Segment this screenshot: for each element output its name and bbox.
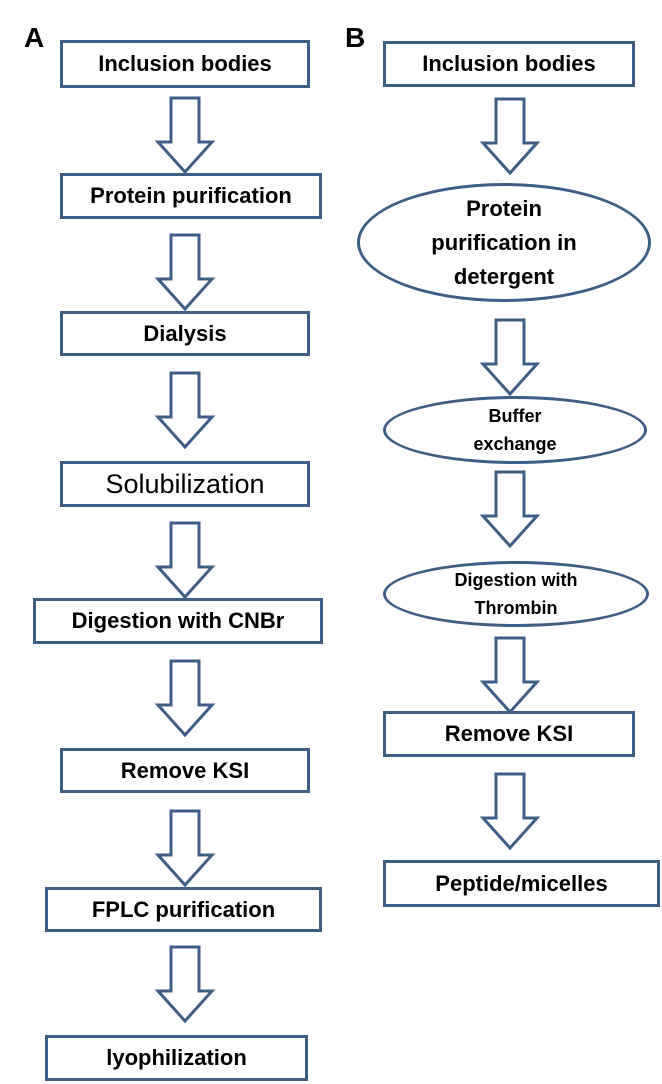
down-arrow-icon	[479, 318, 541, 397]
step-b-peptide-micelles: Peptide/micelles	[383, 860, 660, 907]
step-a-inclusion-bodies: Inclusion bodies	[60, 40, 310, 88]
step-a-dialysis: Dialysis	[60, 311, 310, 356]
down-arrow-icon	[479, 97, 541, 176]
down-arrow-icon	[154, 96, 216, 175]
step-a-digestion-cnbr: Digestion with CNBr	[33, 598, 323, 644]
step-b-protein-purification-detergent: Protein purification in detergent	[357, 183, 651, 302]
step-b-digestion-thrombin: Digestion with Thrombin	[383, 561, 649, 627]
down-arrow-icon	[479, 772, 541, 851]
down-arrow-icon	[479, 470, 541, 549]
step-a-solubilization: Solubilization	[60, 461, 310, 507]
down-arrow-icon	[154, 371, 216, 450]
step-a-protein-purification: Protein purification	[60, 173, 322, 219]
down-arrow-icon	[479, 636, 541, 715]
down-arrow-icon	[154, 521, 216, 600]
panel-b-label: B	[345, 22, 366, 53]
step-a-fplc-purification: FPLC purification	[45, 887, 322, 932]
step-b-remove-ksi: Remove KSI	[383, 711, 635, 757]
down-arrow-icon	[154, 659, 216, 738]
step-a-lyophilization: lyophilization	[45, 1035, 308, 1081]
down-arrow-icon	[154, 233, 216, 312]
step-a-remove-ksi: Remove KSI	[60, 748, 310, 793]
step-b-inclusion-bodies: Inclusion bodies	[383, 41, 635, 87]
down-arrow-icon	[154, 809, 216, 888]
panel-a-label: A	[24, 22, 45, 53]
down-arrow-icon	[154, 945, 216, 1024]
step-b-buffer-exchange: Buffer exchange	[383, 396, 647, 464]
